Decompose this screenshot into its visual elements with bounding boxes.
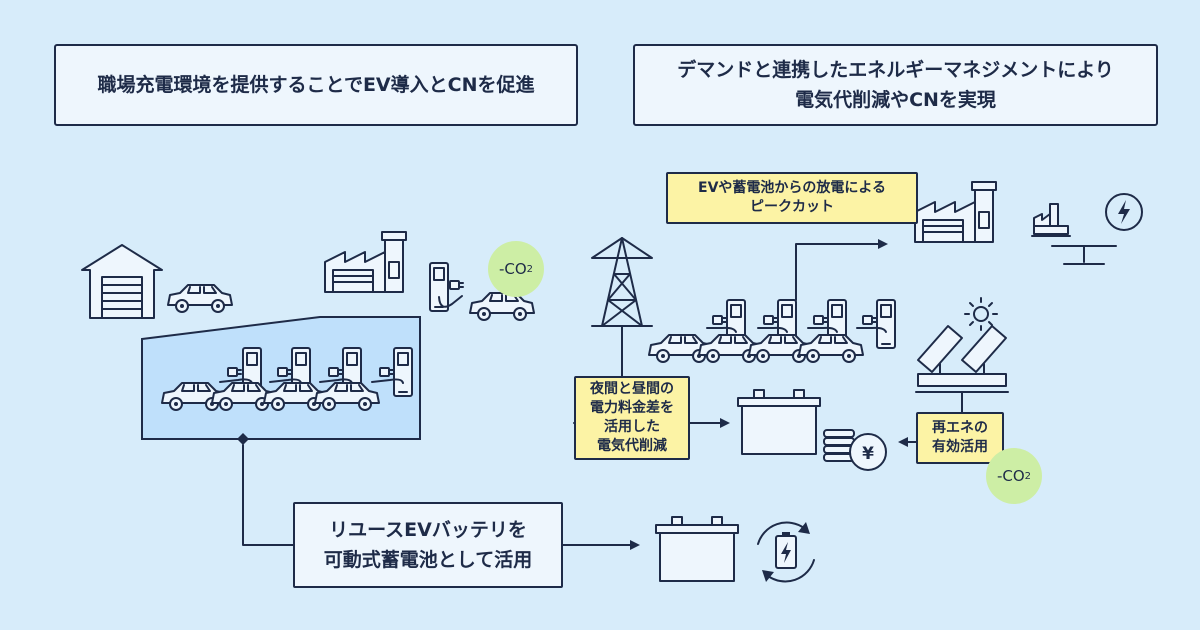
battery-cycle-icon bbox=[757, 521, 815, 583]
battery-reuse-line2: 可動式蓄電池として活用 bbox=[323, 549, 533, 571]
renewable-note: 再エネの 有効活用 bbox=[916, 412, 1004, 464]
night-line3: 活用した bbox=[604, 419, 660, 435]
night-line4: 電気代削減 bbox=[597, 438, 667, 454]
eco-scale-icon bbox=[1031, 193, 1143, 265]
charging-row-left bbox=[161, 347, 413, 411]
factory-icon bbox=[914, 181, 997, 243]
peak-cut-line2: ピークカット bbox=[750, 199, 834, 215]
flow-line bbox=[242, 444, 294, 546]
header-left-box: 職場充電環境を提供することでEV導入とCNを促進 bbox=[54, 44, 578, 126]
header-right-box: デマンドと連携したエネルギーマネジメントにより 電気代削減やCNを実現 bbox=[633, 44, 1158, 126]
charging-row-right bbox=[648, 299, 896, 363]
night-tariff-note: 夜間と昼間の 電力料金差を 活用した 電気代削減 bbox=[574, 376, 690, 460]
car-icon bbox=[167, 284, 233, 313]
co2-subscript: 2 bbox=[1024, 470, 1032, 482]
coins-yen-icon: ¥ bbox=[823, 429, 887, 471]
header-left-text: 職場充電環境を提供することでEV導入とCNを促進 bbox=[97, 74, 535, 96]
renew-line1: 再エネの bbox=[932, 420, 988, 436]
sun-icon bbox=[964, 297, 998, 331]
connector-node bbox=[237, 433, 249, 445]
header-right-line1: デマンドと連携したエネルギーマネジメントにより bbox=[677, 59, 1114, 81]
charger-icon bbox=[429, 262, 449, 312]
night-line1: 夜間と昼間の bbox=[590, 381, 674, 397]
battery-icon bbox=[737, 389, 821, 455]
peak-cut-note: EVや蓄電池からの放電による ピークカット bbox=[666, 172, 918, 224]
battery-reuse-box: リユースEVバッテリを 可動式蓄電池として活用 bbox=[293, 502, 563, 588]
garage-icon bbox=[81, 244, 163, 319]
co2-prefix: -CO bbox=[996, 467, 1025, 485]
co2-prefix: -CO bbox=[498, 260, 527, 278]
car-icon bbox=[469, 292, 535, 321]
peak-cut-arrow bbox=[795, 243, 881, 301]
plug-icon bbox=[449, 280, 464, 290]
svg-text:¥: ¥ bbox=[862, 444, 874, 464]
transmission-tower-icon bbox=[591, 237, 653, 327]
solar-panel-icon bbox=[915, 325, 1009, 393]
factory-icon bbox=[324, 231, 407, 293]
co2-subscript: 2 bbox=[526, 263, 534, 275]
night-line2: 電力料金差を bbox=[590, 400, 674, 416]
renew-line2: 有効活用 bbox=[932, 439, 988, 455]
battery-reuse-line1: リユースEVバッテリを bbox=[329, 519, 527, 541]
peak-cut-line1: EVや蓄電池からの放電による bbox=[698, 180, 886, 196]
header-right-line2: 電気代削減やCNを実現 bbox=[795, 89, 996, 111]
battery-icon bbox=[655, 516, 739, 582]
parking-area bbox=[141, 316, 421, 440]
